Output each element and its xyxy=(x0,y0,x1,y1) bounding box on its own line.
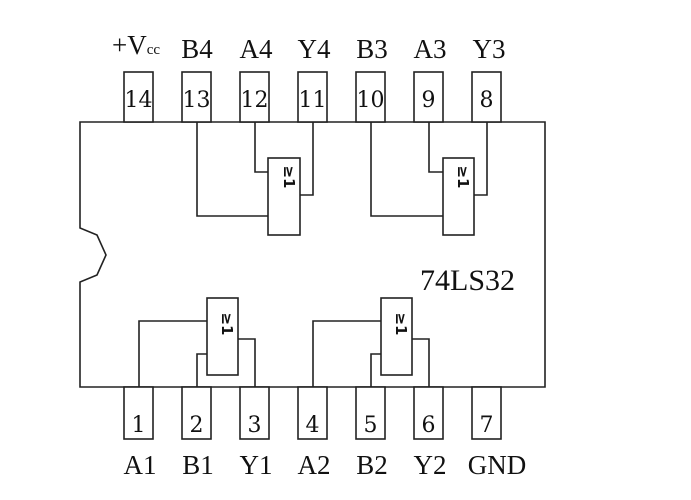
bottom-pins: 1 2 3 4 5 6 7 xyxy=(123,386,502,440)
pin-4: 4 xyxy=(297,386,328,440)
pin-number: 3 xyxy=(248,413,262,438)
internal-wiring xyxy=(138,122,488,387)
pin-label-a4: A4 xyxy=(240,34,273,64)
pin-label-gnd: GND xyxy=(468,450,527,480)
pin-label-y1: Y1 xyxy=(240,450,273,480)
pin-label-b2: B2 xyxy=(356,450,388,480)
pin-12: 12 xyxy=(239,71,270,123)
pin-11: 11 xyxy=(297,71,328,123)
chip-label: 74LS32 xyxy=(420,264,515,297)
pin-label-b3: B3 xyxy=(356,34,388,64)
pin-label-b4: B4 xyxy=(181,34,213,64)
top-pins: 14 13 12 11 10 9 8 xyxy=(123,71,502,123)
pin-label-a3: A3 xyxy=(414,34,447,64)
gate-2: ≥1 xyxy=(380,297,413,376)
gate-symbol: ≥1 xyxy=(280,165,298,188)
pin-2: 2 xyxy=(181,386,212,440)
pin-14: 14 xyxy=(123,71,154,123)
pin-number: 14 xyxy=(125,88,153,113)
gate-4: ≥1 xyxy=(267,157,301,236)
pin-number: 12 xyxy=(241,88,269,113)
pin-10: 10 xyxy=(355,71,386,123)
pin-label-y4: Y4 xyxy=(298,34,331,64)
bottom-labels: A1 B1 Y1 A2 B2 Y2 GND xyxy=(124,450,527,480)
pin-number: 6 xyxy=(422,413,436,438)
gate-symbol: ≥1 xyxy=(218,312,236,335)
pin-number: 9 xyxy=(422,88,436,113)
pin-number: 2 xyxy=(190,413,204,438)
gate-symbol: ≥1 xyxy=(454,165,472,188)
pin-label-a1: A1 xyxy=(124,450,157,480)
pin-number: 5 xyxy=(364,413,378,438)
pin-label-y3: Y3 xyxy=(473,34,506,64)
pin-7: 7 xyxy=(471,386,502,440)
pin-number: 13 xyxy=(183,88,211,113)
pin-3: 3 xyxy=(239,386,270,440)
pin-number: 10 xyxy=(357,88,385,113)
pin-1: 1 xyxy=(123,386,154,440)
pin-label-y2: Y2 xyxy=(414,450,447,480)
pin-number: 4 xyxy=(306,413,320,438)
pin-number: 7 xyxy=(480,413,494,438)
gate-1: ≥1 xyxy=(206,297,239,376)
pin-label-a2: A2 xyxy=(298,450,331,480)
pin-number: 11 xyxy=(299,88,327,113)
gate-symbol: ≥1 xyxy=(392,312,410,335)
pin-label-b1: B1 xyxy=(182,450,214,480)
pin-5: 5 xyxy=(355,386,386,440)
pin-8: 8 xyxy=(471,71,502,123)
pin-9: 9 xyxy=(413,71,444,123)
chip-body xyxy=(79,121,546,388)
pin-13: 13 xyxy=(181,71,212,123)
top-labels: +Vcc B4 A4 Y4 B3 A3 Y3 xyxy=(112,30,506,64)
pin-number: 8 xyxy=(480,88,494,113)
pin-number: 1 xyxy=(132,413,146,438)
vcc-label: +Vcc xyxy=(112,30,160,60)
pin-6: 6 xyxy=(413,386,444,440)
gate-3: ≥1 xyxy=(442,157,475,236)
